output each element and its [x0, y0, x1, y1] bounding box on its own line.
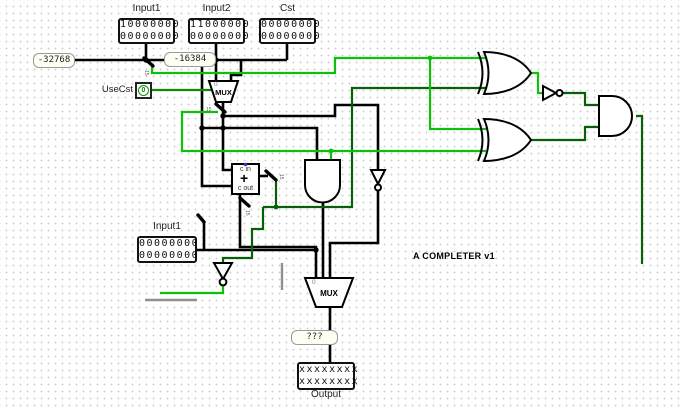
- splitter[interactable]: [238, 196, 251, 208]
- adder-plus: +: [240, 170, 249, 186]
- register-input1-mid[interactable]: 00000000 00000000: [137, 236, 200, 263]
- splitter-bit-label: 15: [278, 174, 284, 180]
- and-gate-middle[interactable]: [304, 159, 341, 204]
- mux-label: MUX: [215, 88, 232, 97]
- register-value-high: 00000000: [139, 237, 200, 249]
- xor-gate-top-back: [477, 51, 484, 95]
- probe-value-input2[interactable]: -16384: [164, 52, 216, 67]
- register-input1-top[interactable]: 10000000 00000000: [118, 18, 181, 44]
- wire-segment: [221, 102, 232, 172]
- low-wires: [221, 86, 644, 264]
- wire-segment: [221, 207, 265, 264]
- register-label: Input1: [132, 3, 161, 14]
- wire-segment: [180, 110, 486, 153]
- and-gate-right[interactable]: [598, 95, 633, 137]
- splitter[interactable]: [214, 102, 227, 114]
- wire-segment: [200, 66, 232, 188]
- register-value-high: 11000000: [190, 19, 251, 30]
- register-label: Input2: [202, 3, 231, 14]
- not-gate-right-bubble: [555, 89, 564, 97]
- not-gate-middle[interactable]: [369, 169, 387, 187]
- adder-cout-label: c out: [237, 185, 254, 192]
- probe-value-result[interactable]: ???: [291, 330, 338, 345]
- register-label: Cst: [280, 3, 295, 14]
- adder[interactable]: [231, 163, 260, 195]
- gray-lines: [145, 263, 284, 302]
- bus-wires: [73, 43, 380, 362]
- mux-top[interactable]: [207, 80, 240, 103]
- register-label: Input1: [153, 221, 181, 232]
- not-gate-middle-bubble: [374, 183, 382, 192]
- not-gate-right[interactable]: [542, 84, 559, 102]
- splitter[interactable]: [142, 56, 155, 68]
- register-output[interactable]: xxxxxxxx xxxxxxxx: [297, 362, 360, 390]
- register-value-high: xxxxxxxx: [299, 364, 360, 375]
- splitter-bit-labels: 15 15 15 15: [143, 70, 284, 216]
- wire-segment: [530, 71, 543, 95]
- wire-segment: [328, 191, 380, 278]
- junction-dot: [313, 247, 319, 253]
- register-value-low: 00000000: [139, 249, 200, 261]
- wire-segment: [263, 86, 486, 209]
- junction-dot: [427, 55, 433, 61]
- mux-bottom[interactable]: [303, 277, 355, 308]
- xor-gate-bottom-back: [477, 118, 484, 162]
- wire-segment: [636, 114, 644, 264]
- splitter-bit-label: 15: [206, 107, 212, 113]
- pin-usecst[interactable]: 0: [135, 82, 152, 99]
- probe-value-input1[interactable]: -32768: [33, 53, 75, 68]
- splitter-bit-label: 15: [143, 70, 149, 76]
- register-value-low: 00000000: [190, 31, 251, 42]
- pin-value: 0: [138, 85, 149, 96]
- register-value-low: 00000000: [261, 31, 322, 42]
- junction-dots: [143, 55, 433, 340]
- circuit-annotation: A COMPLETER v1: [413, 251, 495, 261]
- splitter-bit-label: 15: [244, 210, 250, 216]
- adder-cin-label: c in: [240, 166, 251, 173]
- register-label: Output: [310, 389, 342, 400]
- splitters[interactable]: [142, 56, 278, 224]
- junction-dot: [328, 148, 334, 154]
- wire-segment: [223, 103, 380, 170]
- high-wires: [150, 56, 543, 295]
- junction-dot: [273, 204, 279, 210]
- adder-carry-in-pin: [243, 162, 248, 167]
- wire-segment: [150, 56, 486, 75]
- wire-segment: [428, 58, 486, 131]
- components: [207, 50, 633, 308]
- mux-input0-label: 0: [312, 279, 316, 286]
- register-value-low: xxxxxxxx: [299, 376, 360, 387]
- xor-gate-top[interactable]: [482, 50, 533, 96]
- wire-segment: [202, 126, 319, 160]
- not-gate-left-bubble: [218, 277, 228, 287]
- junction-dot: [220, 125, 226, 131]
- wire-segment: [229, 60, 243, 81]
- wire-segment: [563, 91, 599, 107]
- register-value-high: 10000000: [120, 19, 181, 30]
- mux-label: MUX: [320, 289, 338, 298]
- wire-segment: [238, 194, 318, 278]
- mux-input0-label: 0: [214, 81, 218, 88]
- splitter[interactable]: [264, 169, 278, 182]
- register-cst[interactable]: 00000000 00000000: [259, 18, 322, 44]
- wire-segment: [530, 125, 599, 142]
- xor-gate-bottom[interactable]: [482, 117, 533, 163]
- register-value-low: 00000000: [120, 31, 181, 42]
- register-input2[interactable]: 11000000 00000000: [188, 18, 251, 44]
- pin-label: UseCst: [101, 84, 133, 95]
- register-value-high: 00000000: [261, 19, 322, 30]
- junction-dot: [199, 125, 205, 131]
- junction-dot: [220, 113, 226, 119]
- not-gate-left[interactable]: [212, 262, 234, 282]
- wire-segment: [160, 285, 225, 295]
- splitter[interactable]: [196, 213, 206, 224]
